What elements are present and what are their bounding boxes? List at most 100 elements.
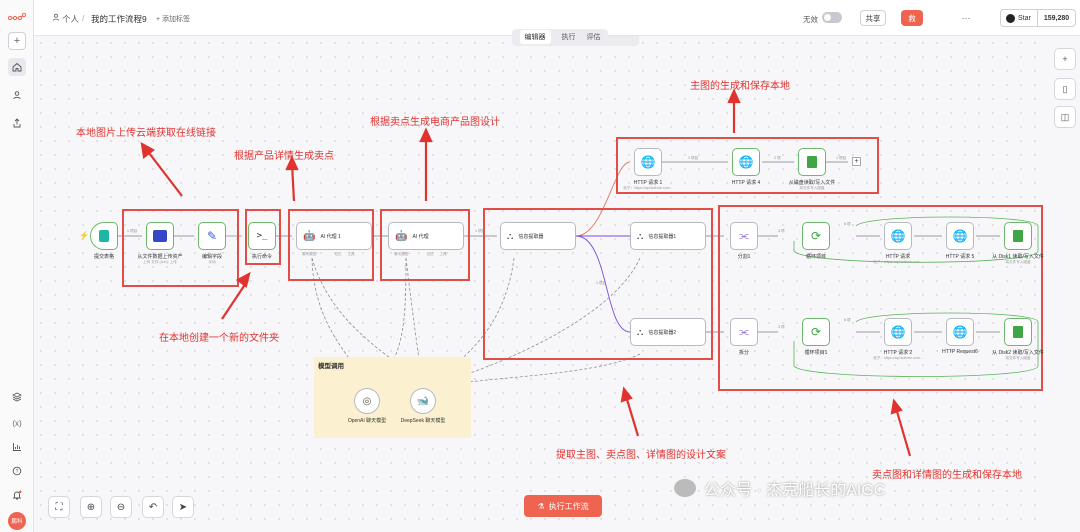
share-icon[interactable] — [8, 114, 26, 132]
edge-label: 3 项 — [778, 229, 785, 233]
node-split-2[interactable]: ⫘ — [730, 318, 758, 346]
node-execute-command[interactable]: >_ — [248, 222, 276, 250]
node-deepseek-chat-model[interactable]: 🐋 — [410, 388, 436, 414]
node-disk1-file[interactable] — [1004, 222, 1032, 250]
add-node-plus[interactable]: + — [852, 157, 861, 166]
add-tag-button[interactable]: + 添加标签 — [156, 16, 191, 23]
panel-toggle-icon[interactable]: ◫ — [1054, 106, 1076, 128]
node-http-request-6[interactable]: 🌐 — [946, 318, 974, 346]
node-submit-form-label: 提交表格 — [93, 254, 115, 260]
node-edit-fields[interactable]: ✎ — [198, 222, 226, 250]
plus-icon[interactable]: + — [8, 32, 26, 50]
model-group-sticky[interactable] — [314, 357, 471, 438]
annotation-arrows — [140, 88, 912, 457]
edge-label: 6 项 — [844, 222, 851, 226]
share-button[interactable]: 共享 — [860, 10, 886, 26]
node-info-extractor[interactable]: ⛬ 信息提取器 — [500, 222, 576, 250]
undo-button[interactable]: ↶ — [142, 496, 164, 518]
user-icon[interactable] — [8, 86, 26, 104]
tab-evaluations[interactable]: 评估 — [586, 34, 601, 41]
node-info-extractor-2[interactable]: ⛬ 信息提取器2 — [630, 318, 706, 346]
more-options-button[interactable]: ··· — [961, 13, 971, 23]
node-http-request-a[interactable]: 🌐 — [884, 222, 912, 250]
zoom-out-button[interactable]: ⊖ — [110, 496, 132, 518]
workflow-canvas[interactable]: 模型调用 ⚡ 提交表格 从文件数据上传资产 上传 文件 (cuh): 上传 ✎ … — [34, 36, 1046, 532]
node-http-request-a-label: HTTP 请求 — [885, 254, 911, 260]
node-submit-form[interactable] — [90, 222, 118, 250]
node-http-request-4[interactable]: 🌐 — [732, 148, 760, 176]
breadcrumb-owner[interactable]: 个人 — [62, 14, 80, 24]
agent-chat-model-port: 聊天模型* — [394, 252, 410, 256]
node-execute-command-label: 执行命令 — [251, 254, 273, 260]
execute-workflow-label: 执行工作流 — [548, 501, 589, 511]
node-disk2-file-label: 从 Disk2 读取/写入文件 — [992, 350, 1044, 356]
sticky-note-icon[interactable]: ▯ — [1054, 78, 1076, 100]
node-openai-chat-model[interactable]: ◎ — [354, 388, 380, 414]
avatar[interactable]: 鹏科 — [8, 512, 26, 530]
node-http-request-1-label: HTTP 请求 1 — [633, 180, 663, 186]
watermark: 公众号 · 杰克船长的AIGC — [674, 476, 885, 500]
globe-icon: 🌐 — [640, 155, 656, 169]
globe-icon: 🌐 — [952, 229, 968, 243]
add-node-button[interactable]: + — [1054, 48, 1076, 70]
model-group-title: 模型调用 — [318, 363, 344, 370]
annotation-selling-points: 根据产品详情生成卖点 — [234, 151, 334, 162]
node-split-1[interactable]: ⫘ — [730, 222, 758, 250]
variables-icon[interactable]: (x) — [12, 418, 22, 428]
home-icon[interactable] — [8, 58, 26, 76]
node-ai-agent[interactable]: 🤖 AI 代理 — [388, 222, 464, 250]
node-read-write-file[interactable] — [798, 148, 826, 176]
annotation-box-upload — [122, 209, 239, 287]
globe-icon: 🌐 — [952, 325, 968, 339]
save-button[interactable]: 救 — [901, 10, 923, 26]
edge-label: 6 项 — [844, 318, 851, 322]
agent-tool-port: 工具 — [439, 252, 447, 256]
help-icon[interactable]: ? — [8, 462, 26, 480]
execute-workflow-button[interactable]: ⚗ 执行工作流 — [524, 495, 602, 517]
node-disk2-file[interactable] — [1004, 318, 1032, 346]
node-http-request-6-label: HTTP Request6 — [942, 349, 978, 355]
node-upload-asset[interactable] — [146, 222, 174, 250]
node-http-request-5[interactable]: 🌐 — [946, 222, 974, 250]
annotation-box-exec — [245, 209, 281, 265]
node-loop-items[interactable]: ⟳ — [802, 222, 830, 250]
node-split-1-label: 分割1 — [737, 254, 751, 260]
node-http-request-2-sub: 帖子：https://api.kuthxie.com... — [873, 356, 923, 360]
node-ai-agent-1[interactable]: 🤖 AI 代理 1 — [296, 222, 372, 250]
node-split-2-label: 拆分 — [738, 350, 750, 356]
annotation-box-detail-images — [718, 205, 1043, 391]
workflow-name[interactable]: 我的工作流程9 — [91, 14, 147, 24]
n8n-logo-icon[interactable] — [8, 8, 26, 26]
zoom-in-button[interactable]: ⊕ — [80, 496, 102, 518]
right-toolbar: + ▯ ◫ — [1046, 36, 1080, 532]
annotation-product-design: 根据卖点生成电商产品图设计 — [370, 117, 500, 128]
tab-editor[interactable]: 编辑器 — [519, 30, 551, 44]
fit-view-button[interactable]: ⛶ — [48, 496, 70, 518]
tab-executions[interactable]: 执行 — [561, 34, 576, 41]
insights-icon[interactable] — [8, 438, 26, 456]
globe-icon: 🌐 — [890, 325, 906, 339]
trigger-bolt-icon: ⚡ — [79, 231, 89, 240]
notifications-icon[interactable] — [8, 486, 26, 504]
edge-label: 1 项目 — [836, 156, 847, 160]
svg-text:?: ? — [16, 469, 19, 475]
annotation-box-main-image — [616, 137, 879, 194]
watermark-text: 公众号 · 杰克船长的AIGC — [704, 482, 886, 499]
agent-memory-port: 记忆 — [426, 252, 434, 256]
github-star-button[interactable]: Star 159,280 — [1000, 9, 1076, 27]
extractor-icon: ⛬ — [637, 326, 644, 337]
annotation-box-extract — [483, 208, 713, 360]
edge-label: 1 项目 — [596, 281, 607, 285]
extractor-icon: ⛬ — [637, 230, 644, 241]
node-info-extractor-2-label: 信息提取器2 — [648, 329, 677, 336]
templates-icon[interactable] — [8, 388, 26, 406]
select-tool-button[interactable]: ➤ — [172, 496, 194, 518]
node-http-request-1[interactable]: 🌐 — [634, 148, 662, 176]
node-read-write-file-label: 从磁盘读取/写入文件 — [788, 180, 836, 186]
breadcrumb-separator: / — [82, 13, 85, 23]
node-http-request-2[interactable]: 🌐 — [884, 318, 912, 346]
node-http-request-a-sub: 帖子：https://api.kuthxie.com... — [873, 260, 923, 264]
node-info-extractor-1[interactable]: ⛬ 信息提取器1 — [630, 222, 706, 250]
node-loop-items-1[interactable]: ⟳ — [802, 318, 830, 346]
active-toggle[interactable] — [822, 12, 842, 23]
